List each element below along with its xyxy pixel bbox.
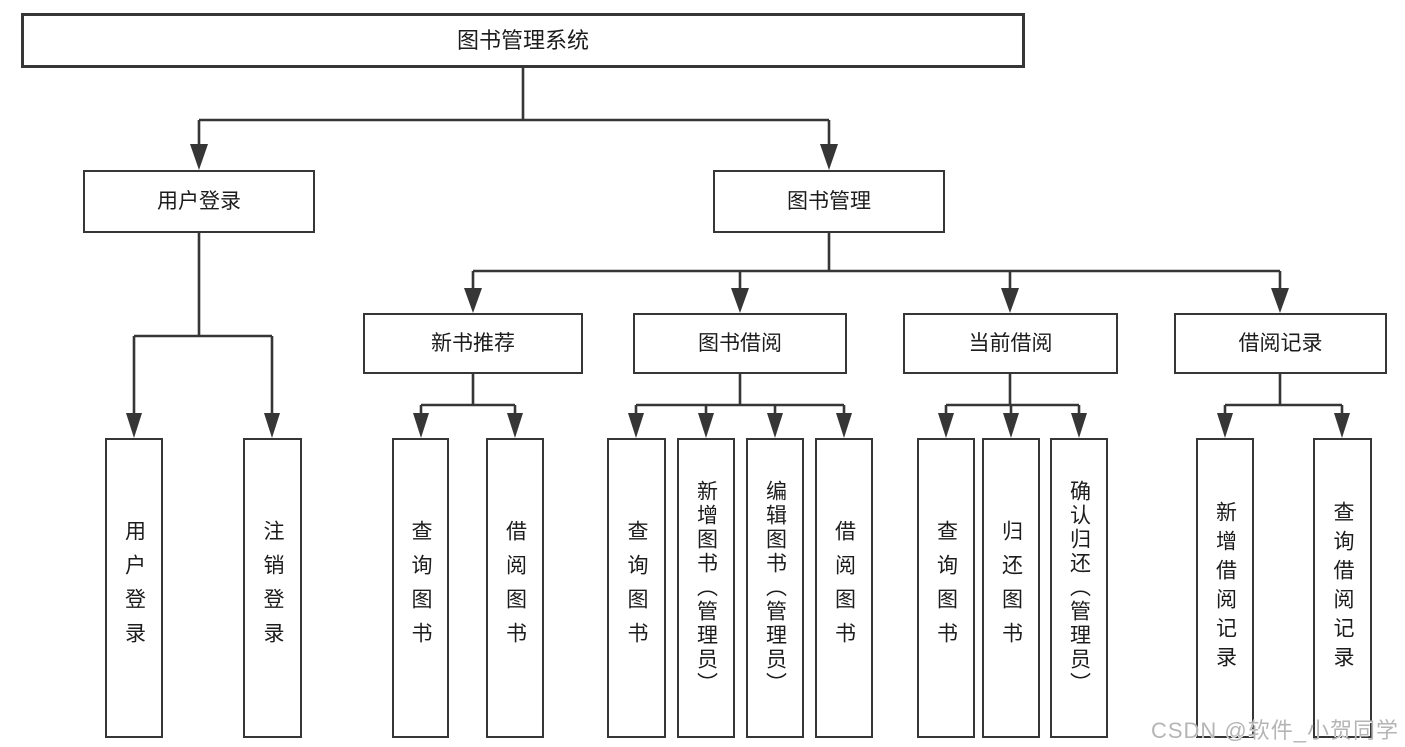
leaf-node-confirm-return-admin: 确认归还（管理员） — [1050, 438, 1108, 738]
node-label: 归还图书 — [999, 520, 1023, 656]
leaf-node-query-books: 查询图书 — [607, 438, 666, 738]
leaf-node-borrow-books: 借阅图书 — [486, 438, 544, 738]
arrow-down-icon — [1334, 413, 1350, 438]
arrow-down-icon — [628, 413, 644, 438]
arrow-down-icon — [507, 413, 523, 438]
node-borrowing-records: 借阅记录 — [1174, 313, 1387, 374]
node-label: 图书管理系统 — [456, 27, 589, 53]
connector-line — [132, 233, 274, 416]
arrow-down-icon — [820, 144, 838, 170]
leaf-node-logout: 注销登录 — [243, 438, 302, 738]
node-book-borrowing: 图书借阅 — [633, 313, 847, 374]
node-new-book-recommend: 新书推荐 — [363, 313, 583, 374]
leaf-node-user-login: 用户登录 — [105, 438, 163, 738]
node-label: 编辑图书（管理员） — [763, 480, 787, 696]
leaf-node-query-borrow-record: 查询借阅记录 — [1313, 438, 1372, 738]
node-label: 借阅图书 — [832, 520, 856, 656]
node-book-management: 图书管理 — [713, 170, 945, 233]
node-label: 确认归还（管理员） — [1067, 480, 1091, 696]
node-label: 图书借阅 — [698, 332, 782, 355]
node-root: 图书管理系统 — [21, 13, 1025, 68]
leaf-node-return-books: 归还图书 — [982, 438, 1040, 738]
leaf-node-add-books-admin: 新增图书（管理员） — [677, 438, 735, 738]
node-label: 新增借阅记录 — [1213, 501, 1237, 675]
connector-line — [1223, 374, 1344, 416]
node-label: 新增图书（管理员） — [694, 480, 718, 696]
connector-line — [197, 68, 831, 148]
node-label: 用户登录 — [122, 520, 146, 656]
arrow-down-icon — [190, 144, 208, 170]
connector-line — [471, 233, 1282, 291]
node-current-borrowing: 当前借阅 — [903, 313, 1118, 374]
arrow-down-icon — [1071, 413, 1087, 438]
arrow-down-icon — [938, 413, 954, 438]
arrow-down-icon — [731, 288, 749, 313]
arrow-down-icon — [1003, 413, 1019, 438]
arrow-down-icon — [1217, 413, 1233, 438]
connector-line — [944, 374, 1081, 416]
leaf-node-query-books: 查询图书 — [917, 438, 975, 738]
node-label: 查询图书 — [625, 520, 648, 656]
arrow-down-icon — [1001, 288, 1019, 313]
leaf-node-borrow-books: 借阅图书 — [815, 438, 873, 738]
arrow-down-icon — [698, 413, 714, 438]
leaf-node-edit-books-admin: 编辑图书（管理员） — [746, 438, 804, 738]
node-label: 图书管理 — [787, 190, 871, 213]
leaf-node-add-borrow-record: 新增借阅记录 — [1196, 438, 1254, 738]
node-label: 查询图书 — [934, 520, 958, 656]
arrow-down-icon — [1271, 288, 1289, 313]
arrow-down-icon — [767, 413, 783, 438]
node-label: 借阅图书 — [503, 520, 527, 656]
node-label: 用户登录 — [157, 190, 241, 213]
arrow-down-icon — [264, 413, 280, 438]
arrow-down-icon — [413, 413, 429, 438]
node-label: 当前借阅 — [968, 332, 1053, 355]
node-label: 注销登录 — [261, 520, 284, 656]
arrow-down-icon — [126, 413, 142, 438]
node-label: 借阅记录 — [1238, 332, 1323, 355]
arrow-down-icon — [836, 413, 852, 438]
node-user-login: 用户登录 — [83, 170, 315, 233]
csdn-watermark: CSDN @软件_小贺同学 — [1150, 718, 1399, 743]
arrow-down-icon — [464, 288, 482, 313]
connector-line — [419, 374, 517, 416]
node-label: 新书推荐 — [431, 332, 515, 355]
connector-line — [634, 374, 846, 416]
node-label: 查询图书 — [409, 520, 432, 656]
node-label: 查询借阅记录 — [1331, 501, 1354, 675]
leaf-node-query-books: 查询图书 — [392, 438, 449, 738]
